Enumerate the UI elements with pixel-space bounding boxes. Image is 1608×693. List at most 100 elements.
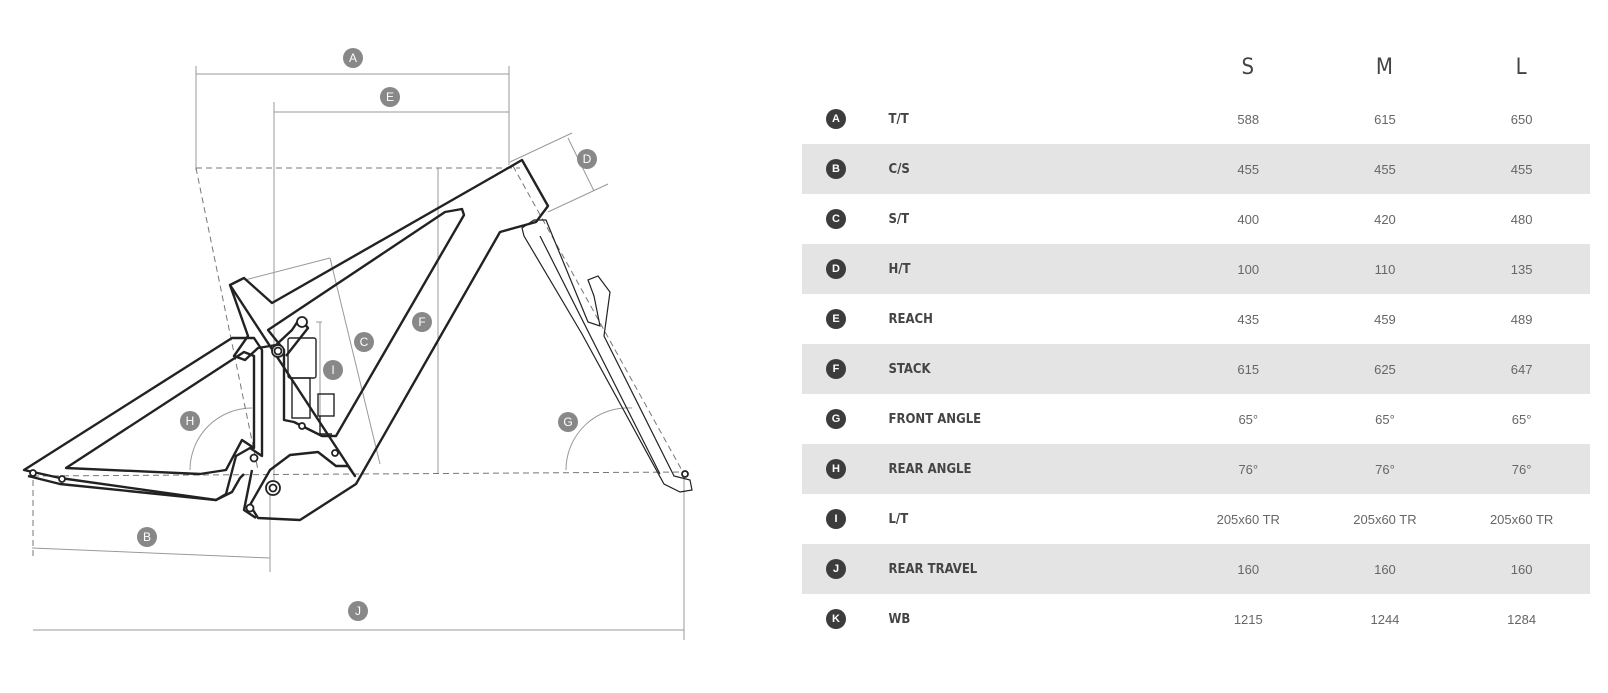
badge-i-letter: I [331, 363, 334, 377]
value-s: 100 [1179, 244, 1317, 294]
row-label: FRONT ANGLE [888, 411, 982, 427]
size-header-row: S M L [802, 40, 1590, 94]
row-label: T/T [888, 111, 909, 127]
row-label: REAR TRAVEL [888, 544, 1180, 594]
value-s: 455 [1179, 144, 1317, 194]
dimension-lines [31, 66, 685, 640]
row-badge: J [826, 559, 846, 579]
row-label: REAR ANGLE [888, 444, 1180, 494]
badge-d: D [577, 149, 597, 169]
badge-h-letter: H [186, 414, 195, 428]
badge-g: G [558, 412, 578, 432]
table-row: G FRONT ANGLE 65° 65° 65° [802, 394, 1590, 444]
value-s: 435 [1237, 311, 1260, 327]
value-m: 615 [1374, 111, 1396, 127]
row-label: L/T [888, 511, 909, 527]
table-row: K WB 1215 1244 1284 [802, 594, 1590, 644]
value-s: 160 [1179, 544, 1317, 594]
table-row: C S/T 400 420 480 [802, 194, 1590, 244]
value-s: 400 [1237, 211, 1260, 227]
table-row: D H/T 100 110 135 [802, 244, 1590, 294]
size-header-s: S [1241, 54, 1256, 80]
value-m: 110 [1316, 244, 1454, 294]
value-l: 205x60 TR [1489, 511, 1554, 527]
badge-b: B [137, 527, 157, 547]
badge-d-letter: D [583, 152, 592, 166]
row-badge: I [826, 509, 846, 529]
value-m: 65° [1375, 411, 1395, 427]
bike-geometry-diagram: A E D F C I H G B J [22, 48, 693, 640]
row-label: STACK [888, 344, 1180, 394]
fork [521, 219, 693, 493]
table-row: I L/T 205x60 TR 205x60 TR 205x60 TR [802, 494, 1590, 544]
value-m: 76° [1316, 444, 1454, 494]
row-label: WB [888, 611, 911, 627]
row-badge: F [826, 359, 846, 379]
badge-j: J [348, 601, 368, 621]
row-badge: E [826, 309, 846, 329]
badge-c: C [354, 332, 374, 352]
frame-outline [22, 158, 550, 522]
value-l: 65° [1511, 411, 1532, 427]
size-header-m: M [1375, 54, 1394, 80]
value-m: 455 [1316, 144, 1454, 194]
value-s: 1215 [1233, 611, 1263, 627]
value-s: 205x60 TR [1216, 511, 1280, 527]
value-l: 650 [1510, 111, 1533, 127]
value-m: 420 [1374, 211, 1396, 227]
shock-absorber [287, 337, 335, 435]
value-s: 76° [1179, 444, 1317, 494]
value-l: 489 [1510, 311, 1533, 327]
value-s: 588 [1237, 111, 1260, 127]
badge-b-letter: B [143, 530, 151, 544]
row-badge: K [826, 609, 846, 629]
badge-e-letter: E [386, 90, 394, 104]
value-l: 1284 [1507, 611, 1537, 627]
badge-f-letter: F [418, 315, 425, 329]
header-spacer [802, 40, 888, 94]
table-row: E REACH 435 459 489 [802, 294, 1590, 344]
badge-a: A [343, 48, 363, 68]
row-label: H/T [888, 244, 1180, 294]
table-row: H REAR ANGLE 76° 76° 76° [802, 444, 1590, 494]
value-l: 76° [1453, 444, 1590, 494]
badge-j-letter: J [355, 604, 361, 618]
value-m: 459 [1374, 311, 1396, 327]
table-row: B C/S 455 455 455 [802, 144, 1590, 194]
badge-g-letter: G [563, 415, 572, 429]
row-label: C/S [888, 144, 1180, 194]
value-m: 160 [1316, 544, 1454, 594]
badge-f: F [412, 312, 432, 332]
row-badge: C [826, 209, 846, 229]
table-row: A T/T 588 615 650 [802, 94, 1590, 144]
badge-a-letter: A [349, 51, 357, 65]
value-l: 647 [1453, 344, 1590, 394]
row-badge: G [826, 409, 846, 429]
row-label: S/T [888, 211, 910, 227]
value-s: 65° [1238, 411, 1259, 427]
badge-c-letter: C [360, 335, 369, 349]
value-s: 615 [1179, 344, 1317, 394]
table-row: F STACK 615 625 647 [802, 344, 1590, 394]
dashed-guides [32, 165, 685, 560]
badge-e: E [380, 87, 400, 107]
row-badge: A [826, 109, 846, 129]
row-badge: D [826, 259, 846, 279]
row-label: REACH [888, 311, 933, 327]
badge-h: H [180, 411, 200, 431]
pivot-points [29, 316, 689, 513]
size-header-l: L [1515, 54, 1528, 80]
row-badge: B [826, 159, 846, 179]
value-m: 625 [1316, 344, 1454, 394]
value-m: 205x60 TR [1353, 511, 1417, 527]
value-l: 455 [1453, 144, 1590, 194]
value-m: 1244 [1370, 611, 1400, 627]
badge-i: I [323, 360, 343, 380]
row-badge: H [826, 459, 846, 479]
header-spacer-label [888, 40, 1179, 94]
geometry-table: S M L A T/T 588 615 650 B C/S 455 455 45… [802, 40, 1590, 644]
table-row: J REAR TRAVEL 160 160 160 [802, 544, 1590, 594]
value-l: 135 [1453, 244, 1590, 294]
value-l: 480 [1510, 211, 1533, 227]
value-l: 160 [1453, 544, 1590, 594]
